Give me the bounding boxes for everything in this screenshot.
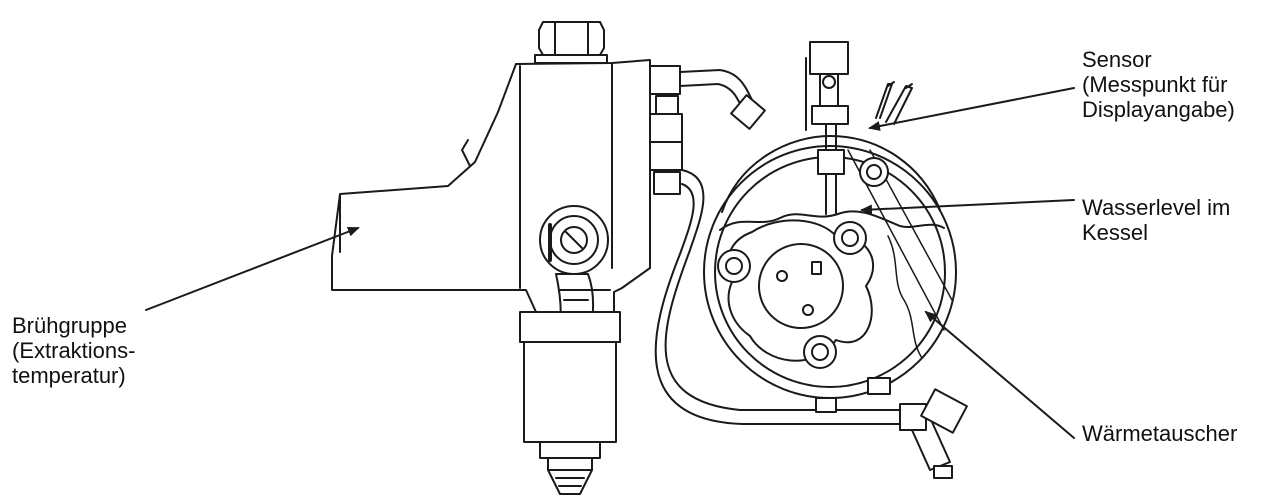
brew-group-label-line: temperatur) — [12, 363, 126, 388]
heat-exchanger-label: Wärmetauscher — [1082, 421, 1237, 446]
water-level-label-line: Wasserlevel im — [1082, 195, 1231, 220]
water-level-label-line: Kessel — [1082, 220, 1149, 245]
heat-exchanger-label-line: Wärmetauscher — [1082, 421, 1238, 446]
sensor-label: Sensor (Messpunkt für Displayangabe) — [1082, 47, 1235, 122]
brew-group-label-line: Brühgruppe — [12, 313, 127, 338]
sensor-label-line: (Messpunkt für — [1082, 72, 1228, 97]
brew-group-label-line: (Extraktions- — [12, 338, 136, 363]
sensor-label-line: Displayangabe) — [1082, 97, 1235, 122]
water-level-label: Wasserlevel im Kessel — [1082, 195, 1230, 245]
brew-group-drawing — [331, 21, 683, 495]
pipes-drawing — [654, 69, 968, 479]
boiler-drawing — [703, 41, 957, 413]
sensor-leader-line — [868, 87, 1075, 131]
brew-group-label: Brühgruppe (Extraktions- temperatur) — [12, 313, 135, 388]
brew-group-leader-line — [145, 226, 360, 311]
water-level-leader-line — [860, 199, 1075, 215]
sensor-label-line: Sensor — [1082, 47, 1152, 72]
heat-exchanger-leader-line — [924, 310, 1075, 439]
